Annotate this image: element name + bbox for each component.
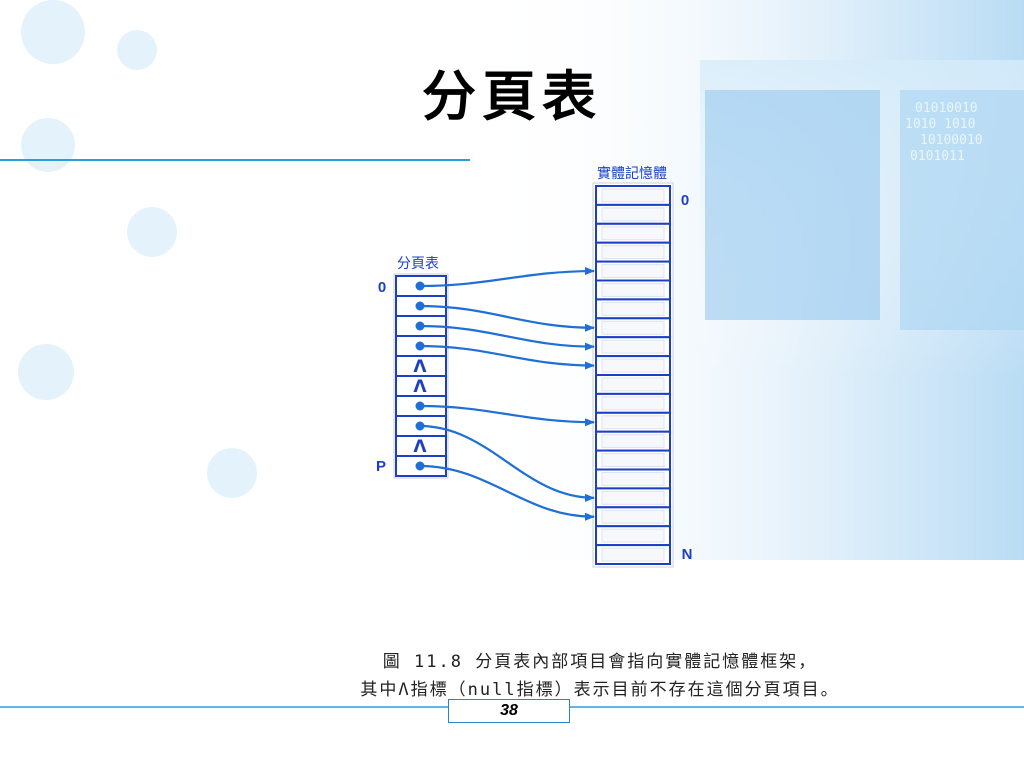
memory-frame-inner — [601, 320, 665, 335]
mapping-arrow — [419, 464, 595, 521]
memory-frame-inner — [601, 396, 665, 411]
memory-frame-inner — [601, 415, 665, 430]
memory-frame-inner — [601, 245, 665, 260]
svg-text:0101011: 0101011 — [910, 149, 965, 164]
memory-last-index: N — [682, 546, 693, 563]
mapping-arrow — [419, 424, 595, 502]
slide-title: 分頁表 — [422, 64, 602, 128]
memory-frame-inner — [601, 509, 665, 524]
memory-frame-inner — [601, 188, 665, 203]
page-table-label: 分頁表 — [397, 256, 439, 272]
svg-text:10100010: 10100010 — [920, 133, 983, 148]
mapping-arrow — [419, 324, 595, 351]
page-table-last-index: P — [376, 458, 386, 475]
null-pointer-symbol: Λ — [413, 357, 427, 377]
memory-frame-inner — [601, 434, 665, 449]
memory-first-index: 0 — [681, 192, 689, 209]
svg-text:01010010: 01010010 — [915, 101, 978, 116]
page-table: ΛΛΛ — [393, 273, 449, 479]
caption-line-1: 圖 11.8 分頁表內部項目會指向實體記憶體框架， — [382, 652, 818, 672]
memory-frame-inner — [601, 453, 665, 468]
memory-label: 實體記憶體 — [597, 165, 667, 182]
mapping-arrow — [419, 344, 595, 370]
memory-frame-inner — [601, 301, 665, 316]
binary-pattern: 01010010 1010 1010 10100010 0101011 — [905, 101, 983, 164]
mapping-arrow — [419, 267, 595, 288]
page-table-first-index: 0 — [378, 279, 386, 296]
page-number: 38 — [448, 699, 570, 723]
memory-frame-inner — [601, 264, 665, 279]
mapping-arrows — [419, 267, 595, 521]
null-pointer-symbol: Λ — [413, 437, 427, 457]
memory-frame-inner — [601, 358, 665, 373]
monitor-screen-shape — [705, 90, 880, 320]
svg-text:1010 1010: 1010 1010 — [905, 117, 975, 132]
null-pointer-symbol: Λ — [413, 377, 427, 397]
memory-frame-inner — [601, 207, 665, 222]
memory-frame-inner — [601, 490, 665, 505]
mapping-arrow — [419, 404, 595, 427]
memory-frame-inner — [601, 283, 665, 297]
decorative-circles — [18, 0, 257, 498]
memory-frame-inner — [601, 472, 665, 486]
physical-memory — [592, 182, 674, 568]
memory-frame-inner — [601, 226, 665, 241]
caption-line-2: 其中Λ指標（null指標）表示目前不存在這個分頁項目。 — [360, 680, 840, 700]
memory-frame-inner — [601, 528, 665, 543]
memory-frame-inner — [601, 547, 665, 562]
mapping-arrow — [419, 304, 595, 332]
memory-frame-inner — [601, 339, 665, 354]
memory-frame-inner — [601, 377, 665, 392]
